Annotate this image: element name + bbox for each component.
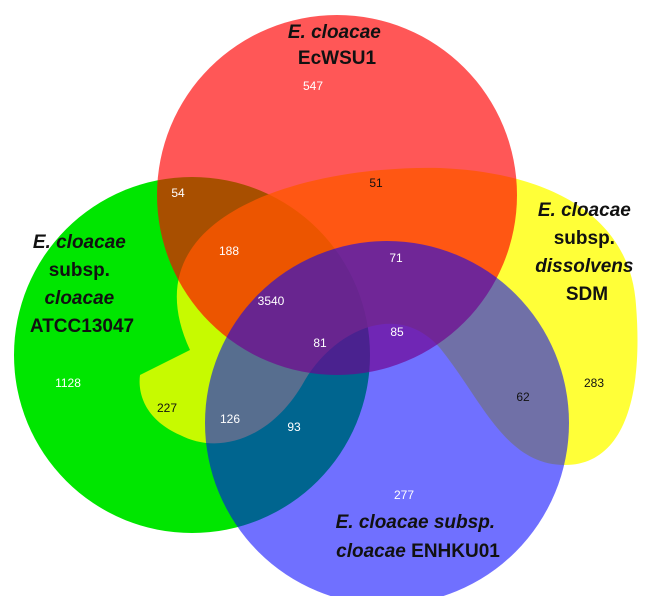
label-sdm-species: E. cloacae <box>538 200 631 221</box>
label-sdm-subspecies: dissolvens <box>535 256 633 277</box>
count-ecwsu1-sdm-enhku01: 71 <box>389 251 403 265</box>
label-atcc-species: E. cloacae <box>33 232 126 253</box>
label-sdm-strain: SDM <box>566 284 608 305</box>
set-enhku01-circle <box>205 241 569 596</box>
count-ecwsu1-sdm: 51 <box>369 176 383 190</box>
label-enhku01-species: E. cloacae subsp. <box>336 512 495 533</box>
count-ecwsu1-atcc-sdm: 188 <box>219 244 239 258</box>
count-atcc-sdm: 227 <box>157 401 177 415</box>
label-enhku01-strain: ENHKU01 <box>411 541 500 562</box>
label-atcc13047: E. cloacae subsp. cloacae ATCC13047 <box>30 232 134 337</box>
count-atcc-only: 1128 <box>55 376 81 390</box>
count-ecwsu1-only: 547 <box>303 79 323 93</box>
count-atcc-sdm-enhku01: 126 <box>220 412 240 426</box>
label-sdm: E. cloacae subsp. dissolvens SDM <box>535 200 639 305</box>
count-ecwsu1-atcc-enhku01: 81 <box>313 336 327 350</box>
label-atcc-subspecies: cloacae <box>44 288 114 309</box>
label-atcc-strain: ATCC13047 <box>30 316 134 337</box>
region-counts: 547 1128 283 277 54 51 188 71 3540 81 85… <box>55 79 604 502</box>
count-all-four: 3540 <box>258 294 285 308</box>
count-enhku01-only: 277 <box>394 488 414 502</box>
set-shapes <box>14 15 638 596</box>
label-ecwsu1: E. cloacae EcWSU1 <box>288 22 386 69</box>
label-ecwsu1-strain: EcWSU1 <box>298 48 377 69</box>
label-enhku01-subspecies: cloacae <box>336 541 406 562</box>
count-ecwsu1-enhku01: 85 <box>390 325 404 339</box>
label-sdm-subsp-word: subsp. <box>554 228 615 249</box>
label-enhku01-line2: cloacae ENHKU01 <box>336 541 500 562</box>
count-sdm-only: 283 <box>584 376 604 390</box>
count-sdm-enhku01: 62 <box>516 390 530 404</box>
count-atcc-enhku01: 93 <box>287 420 301 434</box>
label-enhku01: E. cloacae subsp. cloacae ENHKU01 <box>336 512 501 562</box>
label-ecwsu1-species: E. cloacae <box>288 22 381 43</box>
label-atcc-subsp-word: subsp. <box>49 260 110 281</box>
count-ecwsu1-atcc: 54 <box>171 186 185 200</box>
